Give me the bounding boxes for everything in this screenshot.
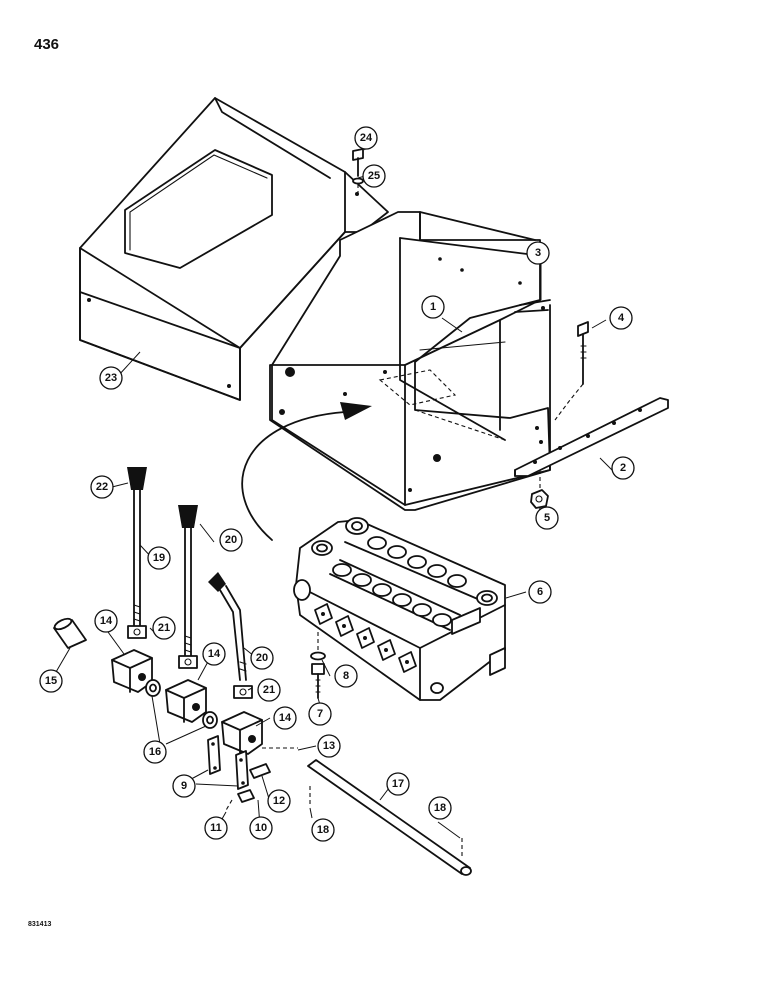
callout-25: 25: [362, 164, 386, 188]
svg-text:9: 9: [181, 780, 187, 792]
svg-text:14: 14: [208, 648, 221, 660]
callout-7: 7: [308, 702, 332, 726]
svg-text:21: 21: [263, 684, 275, 696]
svg-text:2: 2: [620, 462, 626, 474]
callout-4: 4: [609, 306, 633, 330]
callout-16: 16: [143, 740, 167, 764]
top-bolt: [352, 148, 364, 198]
pivot-blocks: [111, 649, 263, 755]
valve-ports: [293, 517, 498, 694]
spacers: [145, 679, 218, 729]
svg-text:1: 1: [430, 301, 436, 313]
callout-10: 10: [249, 816, 273, 840]
svg-text:24: 24: [360, 132, 373, 144]
svg-text:7: 7: [317, 708, 323, 720]
nut: [530, 470, 549, 509]
svg-text:23: 23: [105, 372, 117, 384]
console-box: [269, 211, 551, 511]
callout-15: 15: [39, 669, 63, 693]
svg-text:22: 22: [96, 481, 108, 493]
assembly-arrow: [241, 402, 372, 541]
svg-text:18: 18: [317, 824, 329, 836]
svg-text:13: 13: [323, 740, 335, 752]
svg-text:16: 16: [149, 746, 161, 758]
sleeve: [53, 617, 87, 649]
support-bracket: [514, 397, 669, 477]
svg-text:8: 8: [343, 670, 349, 682]
callout-6: 6: [528, 580, 552, 604]
callouts: 1 2 3 4 5 6 7 8 9 10 11 12 13 14 14 14 1…: [39, 126, 635, 842]
svg-text:10: 10: [255, 822, 267, 834]
callout-14-b: 14: [202, 642, 226, 666]
callout-21-a: 21: [152, 616, 176, 640]
control-valve: [293, 517, 506, 701]
bolt: [554, 321, 589, 421]
callout-20-a: 20: [219, 528, 243, 552]
shaft: [307, 759, 472, 876]
svg-text:12: 12: [273, 795, 285, 807]
page-number: 436: [34, 36, 60, 53]
callout-5: 5: [535, 506, 559, 530]
valve-bolt: [310, 632, 326, 699]
svg-text:3: 3: [535, 247, 541, 259]
svg-text:19: 19: [153, 552, 165, 564]
svg-text:25: 25: [368, 170, 380, 182]
console-cover: [79, 97, 389, 401]
callout-21-b: 21: [257, 678, 281, 702]
svg-text:5: 5: [544, 512, 550, 524]
callout-13: 13: [317, 734, 341, 758]
callout-14-a: 14: [94, 609, 118, 633]
svg-text:15: 15: [45, 675, 57, 687]
callout-20-b: 20: [250, 646, 274, 670]
control-levers: [127, 467, 253, 699]
callout-17: 17: [386, 772, 410, 796]
svg-text:21: 21: [158, 622, 170, 634]
callout-18-b: 18: [428, 796, 452, 820]
callout-23: 23: [99, 366, 123, 390]
callout-22: 22: [90, 475, 114, 499]
spool-clevises: [314, 603, 417, 673]
callout-3: 3: [526, 241, 550, 265]
callout-19: 19: [147, 546, 171, 570]
drawing-code: 831413: [28, 921, 52, 928]
svg-text:14: 14: [279, 712, 292, 724]
svg-text:20: 20: [256, 652, 268, 664]
callout-24: 24: [354, 126, 378, 150]
callout-2: 2: [611, 456, 635, 480]
svg-text:6: 6: [537, 586, 543, 598]
callout-14-c: 14: [273, 706, 297, 730]
svg-text:17: 17: [392, 778, 404, 790]
callout-1: 1: [421, 295, 445, 319]
callout-9: 9: [172, 774, 196, 798]
svg-text:4: 4: [618, 312, 625, 324]
callout-11: 11: [204, 816, 228, 840]
svg-text:18: 18: [434, 802, 446, 814]
callout-18-a: 18: [311, 818, 335, 842]
svg-text:20: 20: [225, 534, 237, 546]
svg-text:14: 14: [100, 615, 113, 627]
callout-12: 12: [267, 789, 291, 813]
callout-8: 8: [334, 664, 358, 688]
svg-text:11: 11: [210, 822, 222, 834]
links-and-pins: [207, 735, 298, 813]
